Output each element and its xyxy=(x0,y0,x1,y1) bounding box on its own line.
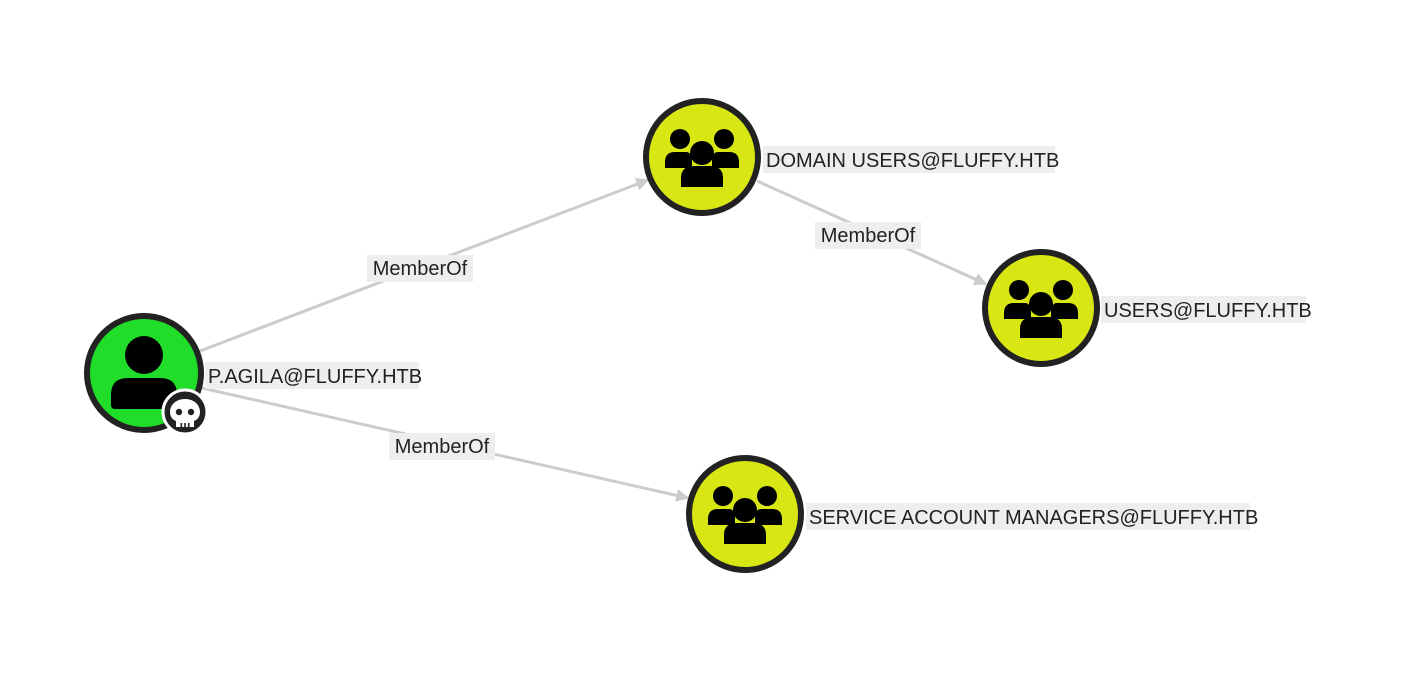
node-group-service-account-managers[interactable]: SERVICE ACCOUNT MANAGERS@FLUFFY.HTB xyxy=(686,455,1258,573)
edge-label-memberof: MemberOf xyxy=(373,258,468,280)
edge-user-to-domain-users[interactable]: MemberOf xyxy=(199,178,650,353)
edges-layer: MemberOf MemberOf MemberOf xyxy=(199,178,988,502)
edge-label-memberof: MemberOf xyxy=(395,436,490,458)
node-group-users[interactable]: USERS@FLUFFY.HTB xyxy=(982,249,1312,367)
node-label-users: USERS@FLUFFY.HTB xyxy=(1104,300,1312,322)
node-label-background xyxy=(806,503,1250,530)
edge-label-memberof: MemberOf xyxy=(821,225,916,247)
node-group-domain-users[interactable]: DOMAIN USERS@FLUFFY.HTB xyxy=(643,98,1059,216)
node-user-p-agila[interactable]: P.AGILA@FLUFFY.HTB xyxy=(84,313,422,436)
node-label-domain-users: DOMAIN USERS@FLUFFY.HTB xyxy=(766,150,1059,172)
edge-domain-users-to-users[interactable]: MemberOf xyxy=(756,179,988,286)
person-icon xyxy=(111,336,177,409)
skull-icon xyxy=(161,388,209,436)
node-label-background xyxy=(205,362,419,389)
group-icon xyxy=(665,129,739,187)
edge-label-background xyxy=(389,433,495,460)
group-icon xyxy=(708,486,782,544)
edge-label-background xyxy=(367,255,473,282)
group-icon xyxy=(1004,280,1078,338)
nodes-layer: P.AGILA@FLUFFY.HTB DOMAIN USERS@FLUFFY.H… xyxy=(84,98,1312,573)
node-label-background xyxy=(763,146,1055,173)
node-label-background xyxy=(1101,296,1306,323)
edge-user-to-service-account-managers[interactable]: MemberOf xyxy=(201,386,690,502)
node-label-service-account-managers: SERVICE ACCOUNT MANAGERS@FLUFFY.HTB xyxy=(809,507,1258,529)
node-label-user: P.AGILA@FLUFFY.HTB xyxy=(208,366,422,388)
edge-label-background xyxy=(815,222,921,249)
